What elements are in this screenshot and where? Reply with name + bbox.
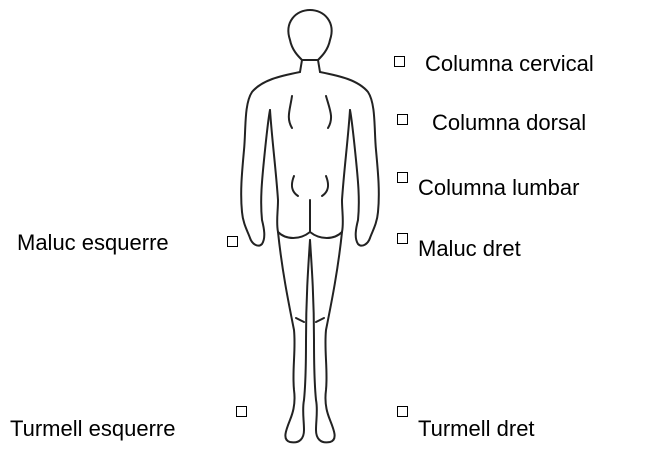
checkbox-columna-cervical[interactable]	[394, 56, 405, 67]
label-maluc-esquerre: Maluc esquerre	[17, 230, 169, 256]
spine-detail	[289, 96, 331, 196]
checkbox-maluc-esquerre[interactable]	[227, 236, 238, 247]
checkbox-turmell-esquerre[interactable]	[236, 406, 247, 417]
right-leg-outline	[310, 232, 342, 442]
checkbox-columna-dorsal[interactable]	[397, 114, 408, 125]
checkbox-turmell-dret[interactable]	[397, 406, 408, 417]
knee-detail	[296, 318, 324, 322]
head-outline	[288, 10, 331, 60]
label-turmell-dret: Turmell dret	[418, 416, 535, 442]
label-columna-cervical: Columna cervical	[425, 51, 594, 77]
left-leg-outline	[278, 232, 310, 442]
neck-outline	[300, 60, 320, 72]
right-arm-outline	[320, 72, 379, 246]
label-maluc-dret: Maluc dret	[418, 236, 521, 262]
label-columna-dorsal: Columna dorsal	[432, 110, 586, 136]
checkbox-columna-lumbar[interactable]	[397, 172, 408, 183]
buttocks-outline	[278, 200, 342, 238]
label-columna-lumbar: Columna lumbar	[418, 175, 579, 201]
checkbox-maluc-dret[interactable]	[397, 233, 408, 244]
label-turmell-esquerre: Turmell esquerre	[10, 416, 175, 442]
